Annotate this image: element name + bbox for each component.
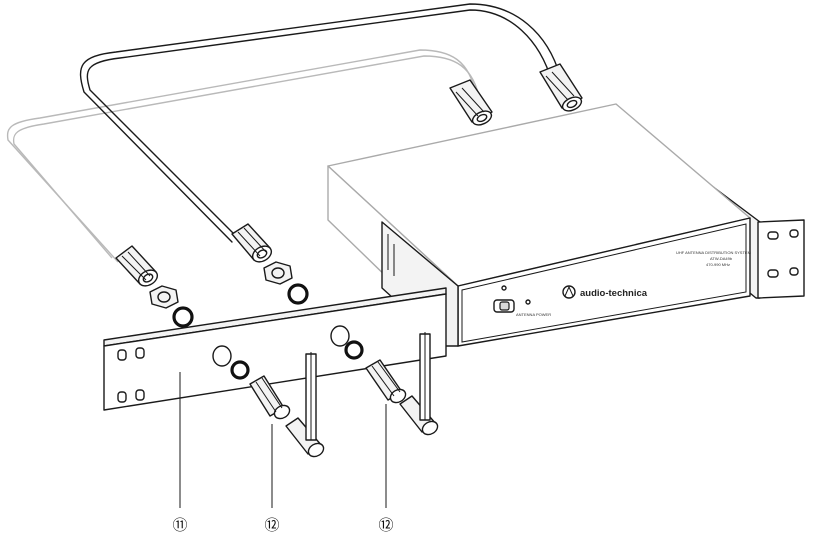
brand-name: audio-technica [580, 288, 648, 299]
bnc-antenna-assembly-left [249, 352, 325, 458]
callout-leaders [179, 372, 387, 508]
power-led [501, 285, 507, 291]
callout-12-right: ⑫ [378, 517, 393, 534]
svg-text:⑪: ⑪ [172, 517, 187, 534]
power-switch[interactable] [493, 299, 515, 313]
washer-ring-right [287, 283, 309, 305]
washer-ring-panel-2 [344, 340, 364, 360]
model-line-1: UHF ANTENNA DISTRIBUTION SYSTEM [676, 250, 751, 255]
antenna-power-label: ANTENNA POWER [516, 312, 551, 317]
hex-nut-left [149, 285, 179, 309]
washer-ring-left [172, 306, 194, 328]
svg-text:⑫: ⑫ [264, 517, 279, 534]
antenna-power-led [525, 299, 531, 305]
callout-11: ⑪ [172, 517, 187, 534]
svg-text:⑫: ⑫ [378, 517, 393, 534]
front-rack-panel [103, 287, 447, 411]
callout-12-left: ⑫ [264, 517, 279, 534]
washer-ring-panel-1 [230, 360, 250, 380]
model-line-3: 470-990 MHz [706, 262, 730, 267]
bnc-connector-top-middle [449, 79, 493, 126]
bnc-antenna-assembly-right [365, 332, 439, 436]
antenna-cable-grey [6, 49, 481, 263]
antenna-cable-dark [79, 3, 561, 243]
bnc-connector-cable-right [231, 223, 273, 263]
hex-nut-right [263, 261, 293, 285]
model-line-2: ATW-DA49b [710, 256, 733, 261]
bnc-connector-cable-left [115, 245, 159, 287]
bnc-connector-top-right [539, 63, 583, 112]
audio-technica-logo-icon [562, 285, 576, 299]
